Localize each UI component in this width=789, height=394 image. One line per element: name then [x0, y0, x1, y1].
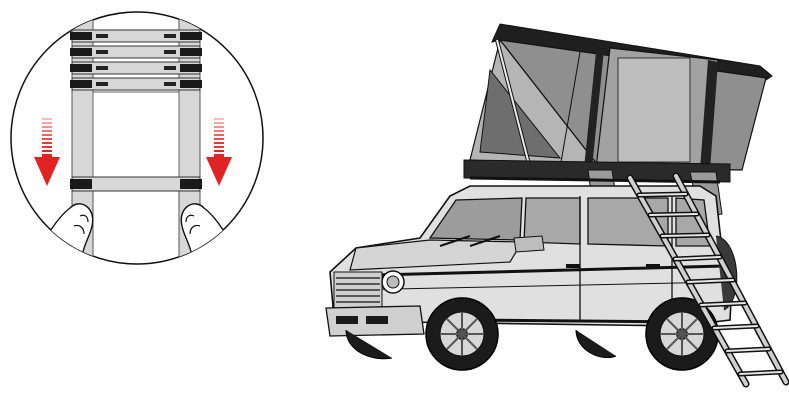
suv-with-rooftop-tent-icon: [326, 24, 786, 384]
ladder-detail-inset: [11, 0, 263, 272]
grille: [334, 272, 382, 308]
side-mirror: [514, 236, 544, 252]
front-wheel: [426, 298, 498, 370]
extended-section: [93, 92, 179, 177]
